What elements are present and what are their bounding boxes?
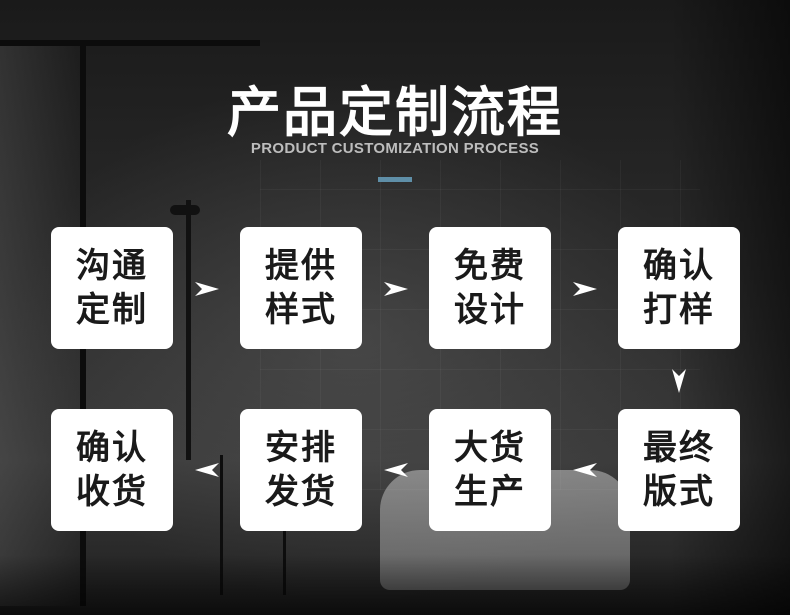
step-label: 安排发货 [265,428,337,512]
background-frame-beam [80,40,260,46]
step-card-2: 提供样式 [240,227,362,349]
step-card-1: 沟通定制 [51,227,173,349]
arrow-right-icon [193,281,221,297]
arrow-left-icon [571,462,599,478]
step-label: 最终版式 [643,428,715,512]
background-floor [0,555,790,615]
arrow-left-icon [382,462,410,478]
step-card-4: 确认打样 [618,227,740,349]
background-shower-head [170,205,200,215]
step-label: 确认收货 [76,428,148,512]
step-card-5: 最终版式 [618,409,740,531]
step-label: 免费设计 [454,246,526,330]
arrow-down-icon [671,367,687,395]
step-label: 沟通定制 [76,246,148,330]
step-label: 大货生产 [454,428,526,512]
step-label: 确认打样 [643,246,715,330]
page-title: 产品定制流程 [227,81,563,144]
arrow-right-icon [382,281,410,297]
step-card-8: 确认收货 [51,409,173,531]
step-label: 提供样式 [265,246,337,330]
step-card-7: 安排发货 [240,409,362,531]
title-accent-bar [378,177,412,182]
page-subtitle: PRODUCT CUSTOMIZATION PROCESS [250,140,540,157]
background-shower-pipe [186,200,191,460]
step-card-3: 免费设计 [429,227,551,349]
arrow-right-icon [571,281,599,297]
arrow-left-icon [193,462,221,478]
step-card-6: 大货生产 [429,409,551,531]
